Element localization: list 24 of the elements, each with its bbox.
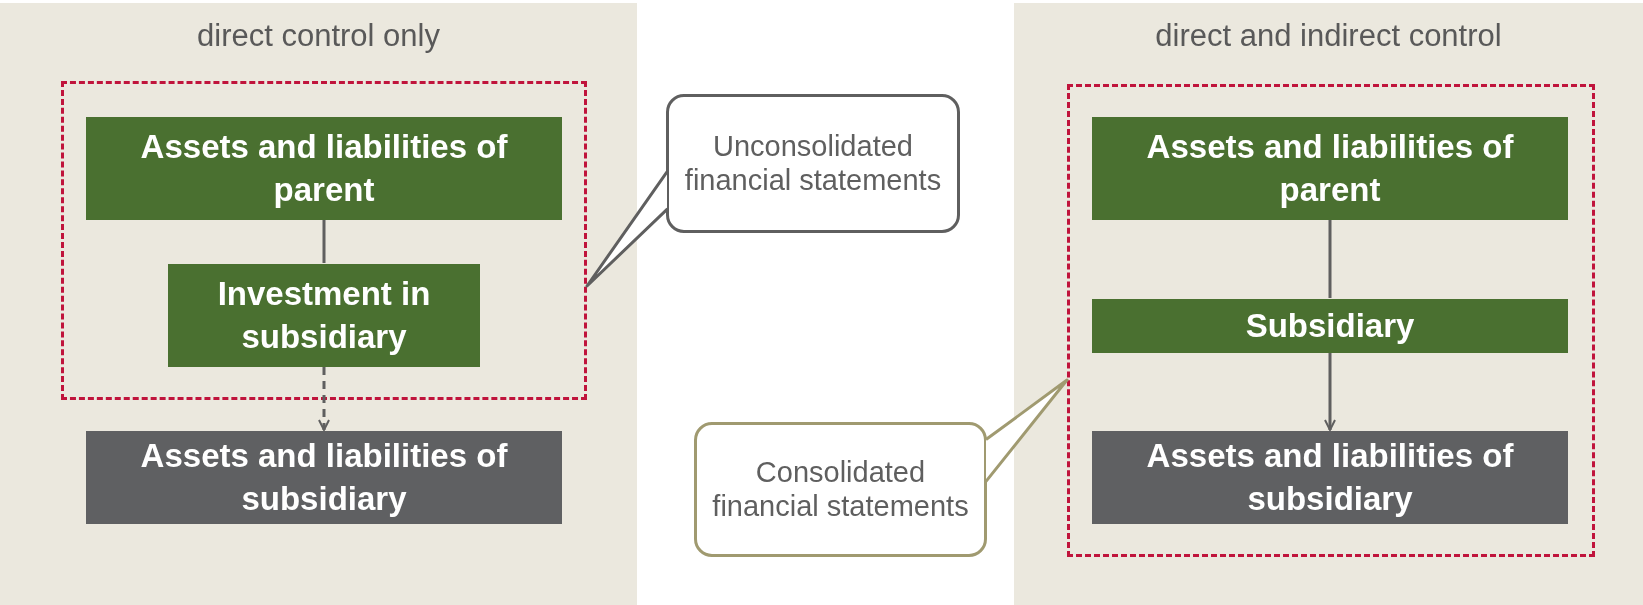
callout-bubble [666,94,960,233]
connector-arrow [318,367,330,431]
process-box [1092,117,1568,220]
box-label: Investment in subsidiary [216,273,432,357]
box-label: Assets and liabilities of parent [1145,126,1515,210]
panel-heading: direct and indirect control [1154,17,1503,55]
process-box [168,264,480,367]
process-box [86,117,562,220]
callout-text: Consolidated financial statements [711,456,970,523]
panel-background [1014,3,1643,605]
box-label: Assets and liabilities of parent [139,126,509,210]
callout-text: Unconsolidated financial statements [683,130,943,197]
box-label: Assets and liabilities of subsidiary [139,435,509,519]
process-box [86,431,562,524]
callout-bubble [694,422,987,557]
dashed-group-box [61,81,587,400]
dashed-group-box [1067,84,1595,557]
box-label: Assets and liabilities of subsidiary [1145,435,1515,519]
process-box [1092,299,1568,353]
box-label: Subsidiary [1244,305,1416,346]
panel-background [0,3,637,605]
connector-arrow [1324,353,1336,431]
panel-heading: direct control only [196,17,441,55]
process-box [1092,431,1568,524]
